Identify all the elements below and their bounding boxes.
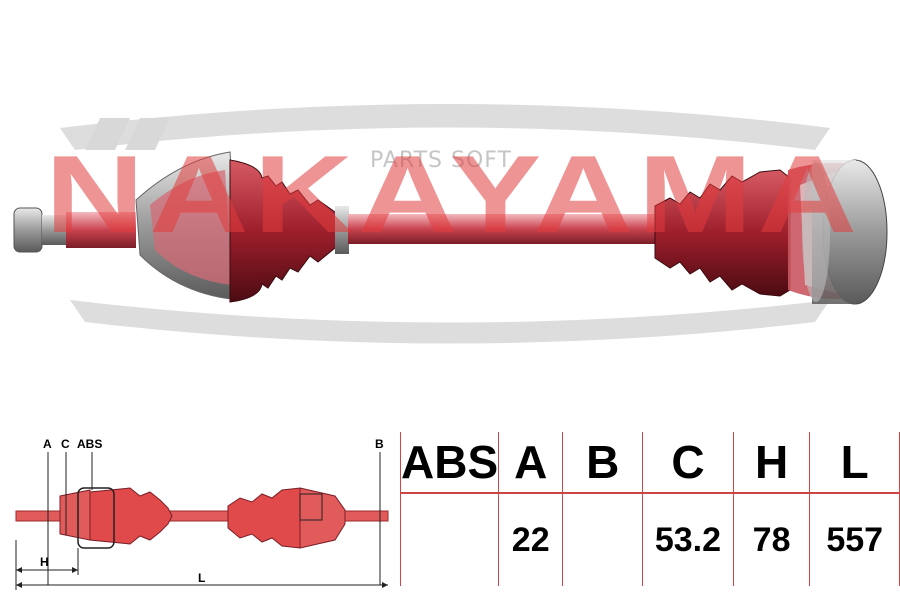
value-h: 78 [733, 493, 811, 586]
label-a: A [43, 437, 52, 451]
watermark-subtitle: PARTS SOFT [370, 148, 512, 173]
header-h: H [733, 432, 811, 494]
value-b [562, 493, 644, 586]
watermark-brand: NAKAYAMA [45, 133, 862, 256]
label-c: C [61, 437, 70, 451]
header-abs: ABS [399, 432, 500, 494]
header-l: L [809, 432, 900, 494]
spec-header-row: ABS A B C H L [399, 432, 900, 494]
label-abs: ABS [77, 437, 102, 451]
dimension-diagram: A C ABS B H L [15, 437, 389, 590]
spec-table: ABS A B C H L 22 53.2 78 557 [399, 432, 900, 586]
value-l: 557 [809, 493, 900, 586]
spec-value-row: 22 53.2 78 557 [399, 493, 900, 586]
header-b: B [562, 432, 644, 494]
label-h: H [40, 555, 49, 569]
value-c: 53.2 [642, 493, 734, 586]
label-l: L [198, 571, 205, 585]
label-b: B [375, 437, 384, 451]
header-a: A [498, 432, 564, 494]
value-a: 22 [498, 493, 564, 586]
drive-shaft-photo [13, 151, 888, 305]
value-abs [399, 493, 500, 586]
header-c: C [642, 432, 734, 494]
